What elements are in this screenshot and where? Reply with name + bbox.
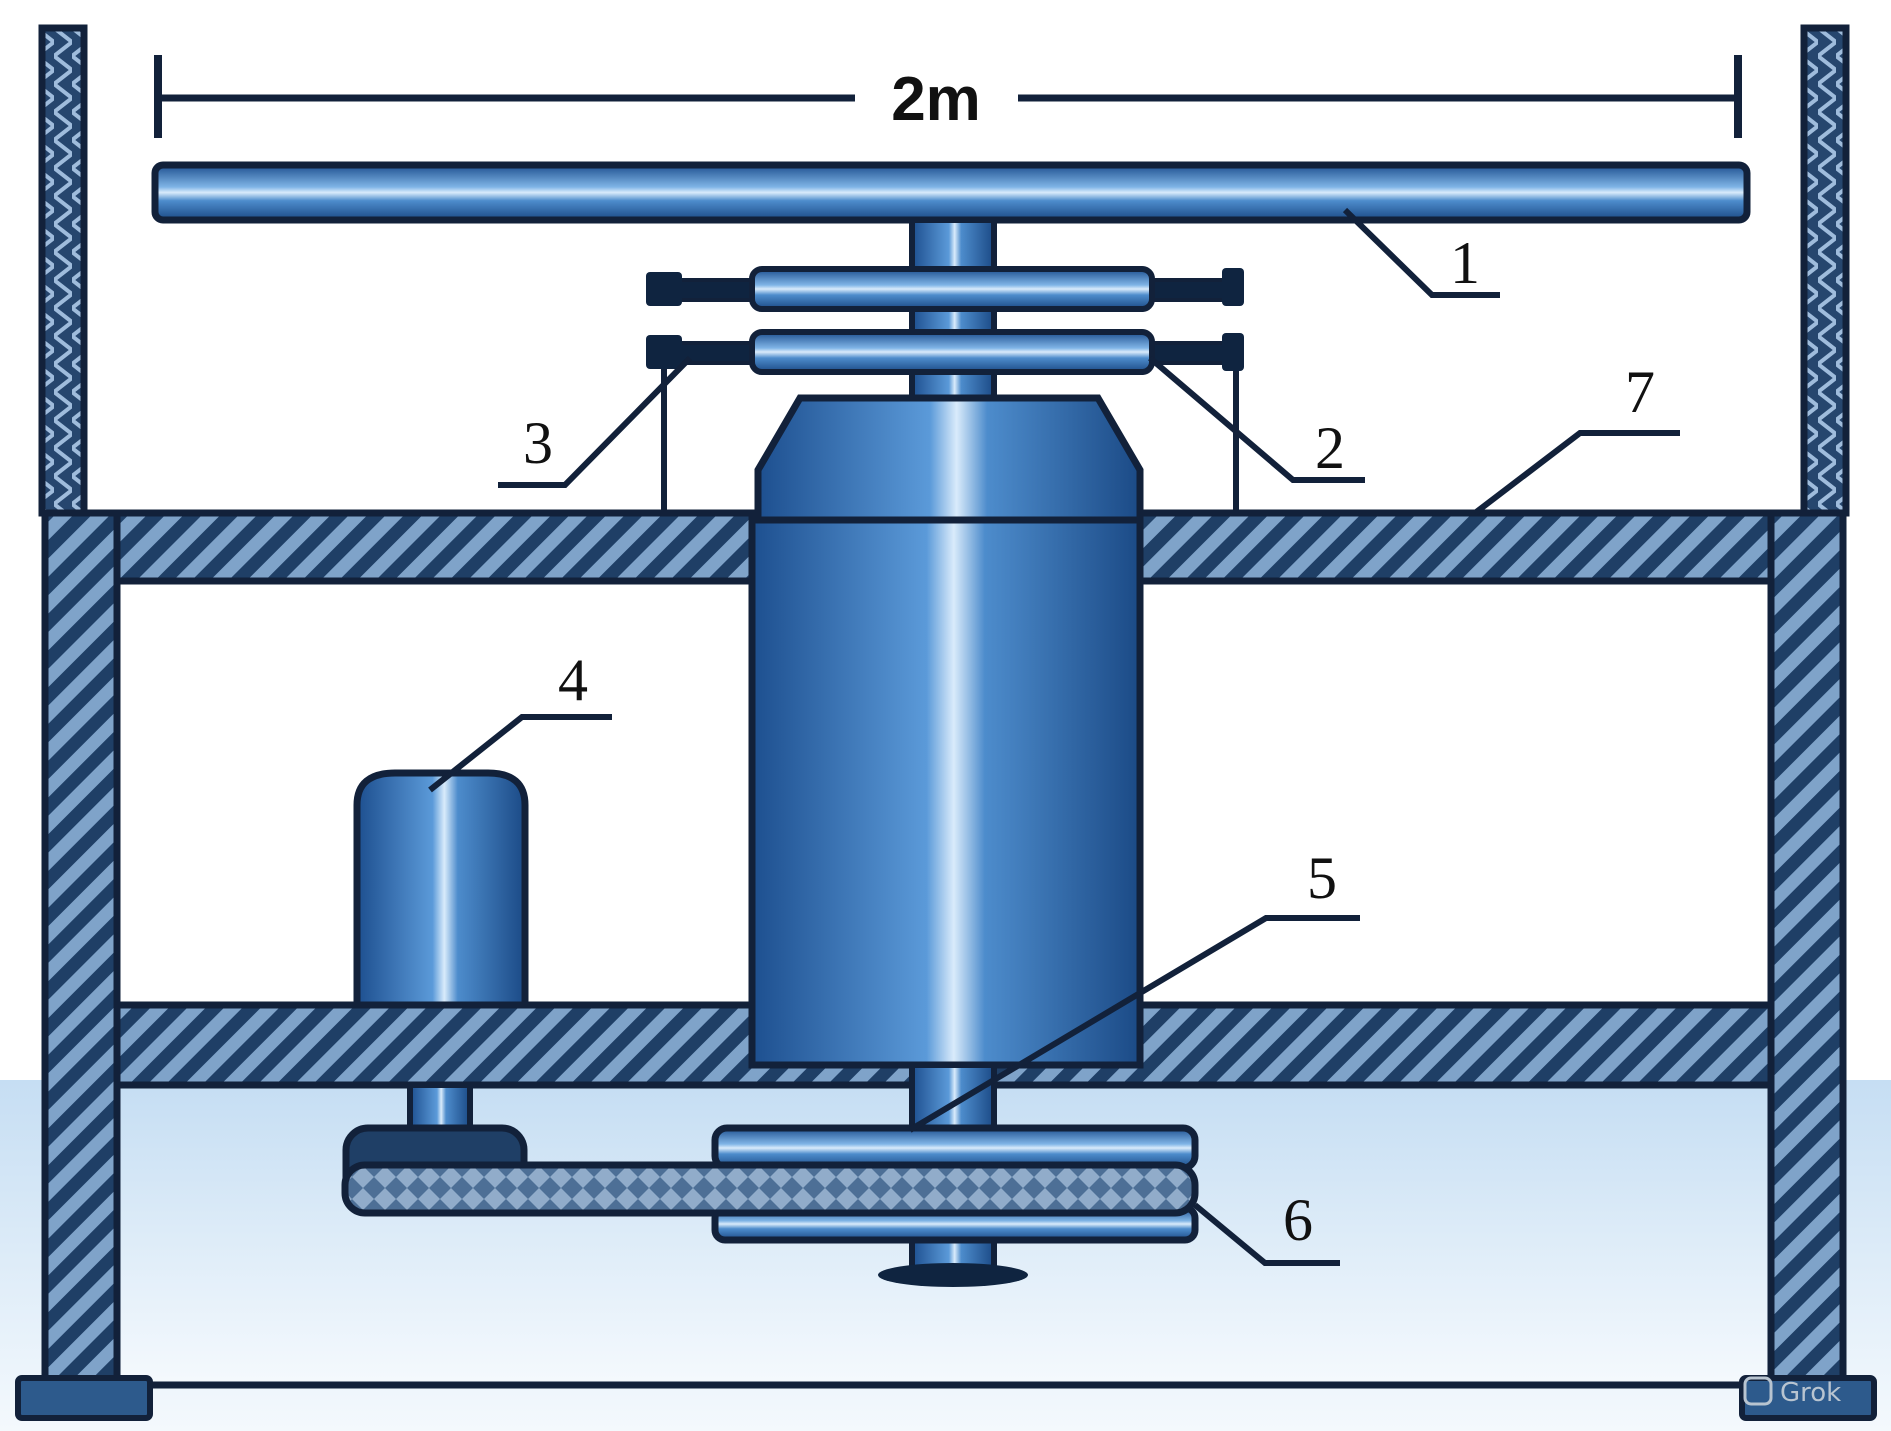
left-foot-pad bbox=[15, 1375, 153, 1421]
upper-rod-end-left bbox=[646, 272, 682, 306]
part-label-5: 5 bbox=[1307, 845, 1337, 911]
generator-body bbox=[748, 516, 1144, 1069]
dimension-label: 2m bbox=[891, 65, 981, 134]
leader-line-1 bbox=[1342, 207, 1500, 298]
part-label-3: 3 bbox=[523, 410, 553, 476]
leader-line-6 bbox=[1193, 1202, 1340, 1266]
drive-belt bbox=[341, 1161, 1199, 1217]
leader-line-5 bbox=[908, 915, 1360, 1133]
leader-line-2 bbox=[1148, 355, 1365, 483]
part-label-6: 6 bbox=[1283, 1187, 1313, 1253]
leader-line-4 bbox=[428, 714, 612, 793]
part-label-7: 7 bbox=[1625, 359, 1655, 425]
small-motor-body bbox=[353, 769, 529, 1009]
upper-bearing-plate bbox=[749, 266, 1155, 312]
lower-bearing-plate bbox=[749, 329, 1155, 375]
right-foot-pad bbox=[1739, 1375, 1877, 1421]
lower-rod-end-right bbox=[1222, 333, 1244, 371]
leader-line-7 bbox=[1473, 430, 1680, 516]
grok-watermark-icon bbox=[1743, 1376, 1773, 1406]
upper-rod-end-right bbox=[1222, 268, 1244, 306]
grok-watermark-text: Grok bbox=[1780, 1378, 1841, 1408]
lower-rod-end-left bbox=[646, 335, 682, 369]
leader-line-3 bbox=[498, 355, 693, 488]
right-side-post bbox=[1800, 24, 1850, 517]
left-frame-leg bbox=[41, 509, 121, 1389]
rotor-disc bbox=[151, 161, 1751, 224]
grok-watermark: Grok bbox=[1743, 1376, 1841, 1408]
generator-top-cap bbox=[754, 394, 1144, 524]
main-shaft-shadow bbox=[878, 1263, 1028, 1287]
part-label-1: 1 bbox=[1450, 230, 1480, 296]
left-side-post bbox=[38, 24, 88, 517]
part-label-2: 2 bbox=[1315, 415, 1345, 481]
part-label-4: 4 bbox=[558, 647, 588, 713]
right-frame-leg bbox=[1767, 509, 1847, 1389]
